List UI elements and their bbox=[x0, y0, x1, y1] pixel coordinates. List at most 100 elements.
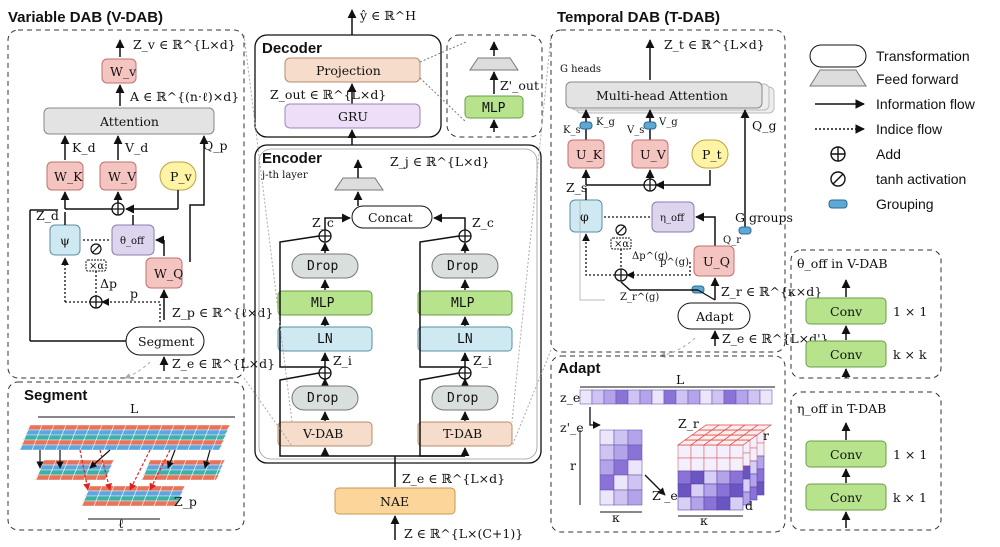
legend-feedforward-icon bbox=[809, 69, 867, 87]
encoder-title: Encoder bbox=[262, 150, 322, 167]
legend-grouping-icon bbox=[828, 199, 848, 209]
vdab-panel: Variable DAB (V-DAB) Z_v ∈ ℝ^{L×d} W_v A… bbox=[7, 9, 275, 379]
kd-label: K_d bbox=[72, 140, 96, 155]
enc-left-ln-text: LN bbox=[317, 332, 333, 347]
p-label: p bbox=[130, 286, 138, 301]
enc-vdab-box bbox=[277, 421, 373, 447]
decoder-title: Decoder bbox=[262, 40, 322, 57]
segment-zp: Z_p bbox=[174, 494, 197, 509]
gru-box bbox=[284, 103, 421, 129]
decoder-panel: ŷ ∈ ℝ^H Decoder Projection Z_out ∈ ℝ^{L×… bbox=[254, 8, 543, 145]
legend-feed-forward: Feed forward bbox=[876, 71, 958, 87]
zrg-label: Z_r^(g) bbox=[620, 292, 659, 303]
enc-right-drop1-text: Drop bbox=[447, 259, 478, 274]
adapt-r2: r bbox=[763, 428, 769, 443]
eta-conv1-text: Conv bbox=[830, 447, 863, 462]
segment-panel-title: Segment bbox=[24, 387, 87, 404]
encoder-subtitle: j-th layer bbox=[261, 170, 308, 181]
zj-label: Z_j ∈ ℝ^{L×d} bbox=[390, 154, 490, 169]
yhat-label: ŷ ∈ ℝ^H bbox=[359, 8, 416, 23]
theta-k2: k × k bbox=[893, 347, 927, 362]
enc-left-drop2 bbox=[291, 385, 359, 411]
zc-right-label: Z_c bbox=[472, 215, 494, 230]
gru-text: GRU bbox=[338, 109, 368, 124]
enc-left-drop2-text: Drop bbox=[307, 391, 338, 406]
adapt-L: L bbox=[676, 372, 684, 387]
pv-text: P_v bbox=[170, 169, 193, 184]
enc-left-mlp bbox=[277, 290, 373, 316]
vd-label: V_d bbox=[124, 140, 148, 155]
legend-tanh: tanh activation bbox=[876, 171, 966, 187]
eta-k2: k × 1 bbox=[893, 490, 927, 505]
enc-left-drop1 bbox=[291, 253, 359, 279]
attention-box bbox=[43, 107, 215, 135]
legend-transformation: Transformation bbox=[876, 48, 970, 64]
enc-tdab-text: T-DAB bbox=[443, 426, 482, 441]
theta-off-panel: θ_off in V-DAB Conv 1 × 1 Conv k × k bbox=[790, 249, 942, 379]
eta-conv1 bbox=[805, 440, 887, 468]
ze-prime-grid bbox=[579, 429, 643, 513]
zs-label: Z_s bbox=[566, 180, 587, 195]
ze-row bbox=[579, 389, 773, 405]
enc-tdab-box bbox=[417, 421, 513, 447]
uk-box bbox=[567, 139, 605, 169]
uq-box bbox=[693, 245, 735, 277]
vdab-a-label: A ∈ ℝ^{(n·ℓ)×d} bbox=[129, 89, 239, 104]
zi-right-label: Z_i bbox=[473, 353, 492, 368]
zr-cube bbox=[676, 424, 773, 517]
adapt-kappa: κ bbox=[612, 510, 620, 525]
enc-right-ln bbox=[417, 326, 513, 352]
wv-box bbox=[101, 58, 137, 84]
eta-off-text: η_off bbox=[660, 213, 685, 224]
vg-label: V_g bbox=[658, 117, 678, 128]
segment-L: L bbox=[130, 401, 138, 416]
segment-grid bbox=[18, 424, 231, 507]
legend-grouping: Grouping bbox=[876, 196, 934, 212]
tdab-ze-label: Z_e ∈ ℝ^{L×d'} bbox=[722, 331, 829, 346]
zp-label: Z_p ∈ ℝ^{ℓ×d} bbox=[172, 305, 273, 320]
nae-box bbox=[334, 487, 456, 515]
theta-conv1-text: Conv bbox=[830, 304, 863, 319]
enc-left-drop1-text: Drop bbox=[307, 259, 338, 274]
kg-label: K_g bbox=[596, 117, 615, 128]
wq-box bbox=[145, 257, 183, 289]
wk-text: W_K bbox=[54, 169, 83, 184]
pt-box bbox=[691, 139, 729, 169]
adapt-text: Adapt bbox=[695, 309, 734, 324]
segment-text: Segment bbox=[138, 334, 194, 349]
theta-panel-title: θ_off in V-DAB bbox=[797, 256, 888, 271]
adapt-ze: z_e bbox=[560, 390, 580, 405]
zr-label: Z_r ∈ ℝ^{κ×d} bbox=[721, 284, 822, 299]
theta-conv2-text: Conv bbox=[830, 347, 863, 362]
zi-left-label: Z_i bbox=[333, 353, 352, 368]
attention-text: Attention bbox=[99, 114, 159, 129]
enc-ze-label: Z_e ∈ ℝ^{L×d} bbox=[402, 471, 505, 486]
theta-off-text: θ_off bbox=[120, 236, 145, 247]
psi-text: ψ bbox=[60, 233, 70, 248]
adapt-box bbox=[677, 302, 751, 330]
segment-panel: Segment L Z_p ℓ bbox=[7, 381, 245, 531]
enc-right-drop2-text: Drop bbox=[447, 391, 478, 406]
concat-text: Concat bbox=[368, 210, 413, 225]
vdab-x-alpha: ×α bbox=[89, 261, 104, 272]
enc-vdab-text: V-DAB bbox=[302, 426, 343, 441]
tdab-x-alpha: ×α bbox=[614, 239, 629, 250]
zt-label: Z_t ∈ ℝ^{L×d} bbox=[664, 37, 765, 52]
uk-text: U_K bbox=[576, 147, 603, 162]
adapt-ze-prime: z'_e bbox=[560, 420, 584, 435]
vdab-zv-label: Z_v ∈ ℝ^{L×d} bbox=[133, 37, 236, 52]
qg-label: Q_g bbox=[752, 118, 777, 133]
concat-box bbox=[351, 205, 433, 229]
legend-transformation-icon bbox=[809, 44, 867, 68]
nae-text: NAE bbox=[380, 494, 409, 509]
wv-text: W_v bbox=[110, 64, 137, 79]
zout-prime-label: Z'_out bbox=[500, 78, 539, 93]
eta-off-panel: η_off in T-DAB Conv 1 × 1 Conv k × 1 bbox=[790, 391, 942, 531]
adapt-panel-title: Adapt bbox=[558, 360, 601, 377]
enc-right-drop2 bbox=[431, 385, 499, 411]
tdab-panel: Temporal DAB (T-DAB) Z_t ∈ ℝ^{L×d} G hea… bbox=[550, 9, 829, 358]
decoder-mlp-text: MLP bbox=[482, 101, 506, 116]
projection-text: Projection bbox=[316, 63, 381, 78]
zd-label: Z_d bbox=[36, 208, 59, 223]
z-input-label: Z ∈ ℝ^{L×(C+1)} bbox=[404, 526, 523, 541]
